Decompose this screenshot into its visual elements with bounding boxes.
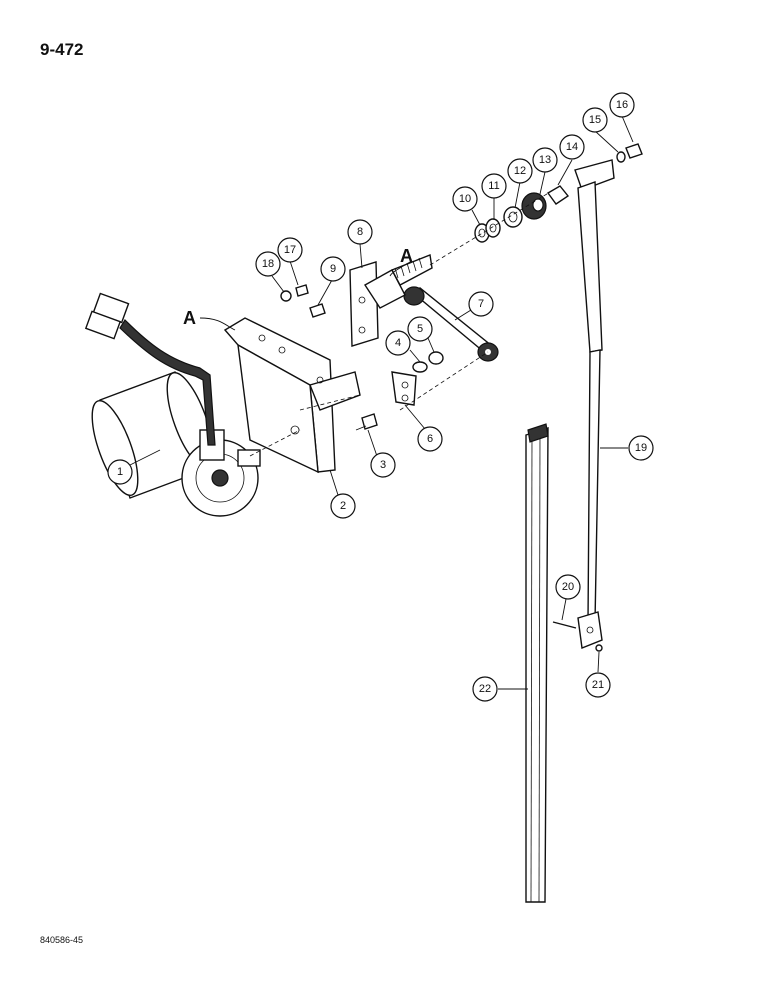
mounting-bracket: [223, 317, 361, 474]
seal-part-13: [521, 192, 547, 220]
svg-text:4: 4: [395, 337, 401, 349]
callout-14: 14: [559, 134, 585, 160]
svg-text:13: 13: [539, 154, 551, 166]
svg-text:12: 12: [514, 165, 526, 177]
svg-text:14: 14: [566, 141, 578, 153]
callout-6: 6: [417, 426, 443, 452]
callout-11: 11: [481, 173, 507, 199]
svg-text:7: 7: [478, 298, 484, 310]
callout-5: 5: [407, 316, 433, 342]
reference-letter-bracket: A: [183, 308, 196, 328]
svg-text:20: 20: [562, 581, 574, 593]
screw-part-3: [355, 413, 378, 431]
svg-text:10: 10: [459, 193, 471, 205]
callout-9: 9: [320, 256, 346, 282]
nut-part-16: [625, 143, 643, 159]
clip-part-21: [595, 644, 603, 652]
washer-part-15: [616, 151, 626, 163]
callout-18: 18: [255, 251, 281, 277]
callout-13: 13: [532, 147, 558, 173]
svg-text:16: 16: [616, 99, 628, 111]
callout-22: 22: [472, 676, 498, 702]
svg-text:15: 15: [589, 114, 601, 126]
callout-12: 12: [507, 158, 533, 184]
callout-7: 7: [468, 291, 494, 317]
callout-1: 1: [107, 459, 133, 485]
nut-part-12: [503, 206, 523, 228]
callout-10: 10: [452, 186, 478, 212]
svg-text:17: 17: [284, 244, 296, 256]
svg-text:1: 1: [117, 466, 123, 478]
svg-text:19: 19: [635, 442, 647, 454]
callout-15: 15: [582, 107, 608, 133]
callout-8: 8: [347, 219, 373, 245]
screw-part-9: [309, 303, 326, 318]
washer-part-11: [485, 218, 501, 238]
nut-part-5: [428, 351, 444, 365]
svg-text:2: 2: [340, 500, 346, 512]
page-number: 9-472: [40, 40, 84, 59]
wiper-arm: [574, 159, 615, 649]
cap-part-14: [546, 185, 570, 205]
reference-letter-housing: A: [400, 246, 413, 266]
pivot-housing: [349, 254, 433, 347]
svg-text:5: 5: [417, 323, 423, 335]
screw-part-17: [295, 284, 309, 297]
callout-16: 16: [609, 92, 635, 118]
svg-text:21: 21: [592, 679, 604, 691]
callout-21: 21: [585, 672, 611, 698]
svg-text:11: 11: [488, 180, 499, 192]
callout-2: 2: [330, 493, 356, 519]
linkage-arm: [403, 286, 499, 362]
wiper-blade: [525, 423, 549, 903]
callout-17: 17: [277, 237, 303, 263]
callout-4: 4: [385, 330, 411, 356]
svg-text:18: 18: [262, 258, 274, 270]
callout-20: 20: [555, 574, 581, 600]
svg-text:6: 6: [427, 433, 433, 445]
clip-part-6: [391, 371, 417, 406]
nut-part-18: [280, 290, 292, 302]
pin-part-20: [552, 621, 577, 629]
washer-part-4: [412, 361, 428, 373]
callout-3: 3: [370, 452, 396, 478]
svg-text:9: 9: [330, 263, 336, 275]
svg-text:22: 22: [479, 683, 491, 695]
svg-text:8: 8: [357, 226, 363, 238]
callout-19: 19: [628, 435, 654, 461]
svg-text:3: 3: [380, 459, 386, 471]
figure-code: 840586-45: [40, 935, 84, 945]
leader-lines: [129, 115, 634, 690]
